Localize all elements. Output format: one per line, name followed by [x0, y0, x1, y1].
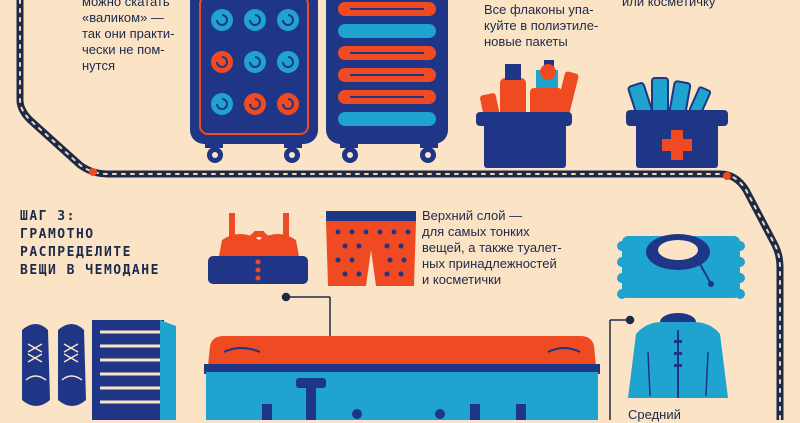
bottles-tip: Все флаконы упа- куйте в полиэтиле- новы…	[484, 2, 599, 49]
hoodie-icon	[628, 313, 728, 398]
step-title-line-3: ВЕЩИ В ЧЕМОДАНЕ	[20, 263, 160, 278]
folded-towels-icon	[92, 320, 176, 420]
cosmetics-tip: или косметичку	[622, 0, 716, 9]
middle-layer-label: Средний	[628, 407, 681, 422]
toiletry-bag-icon	[476, 60, 579, 168]
step-heading: ШАГ 3: ГРАМОТНО РАСПРЕДЕЛИТЕ ВЕЩИ В ЧЕМО…	[20, 208, 160, 280]
open-suitcase-icon	[204, 336, 600, 420]
shorts-icon	[326, 211, 416, 286]
step-number: ШАГ 3:	[20, 209, 76, 224]
shoes-icon	[22, 324, 86, 406]
top-icon	[208, 213, 308, 284]
callout-lines	[281, 292, 635, 420]
first-aid-kit-icon	[626, 77, 728, 168]
conveyor-path	[16, 0, 784, 420]
step-title-line-1: ГРАМОТНО	[20, 227, 95, 242]
fur-collar-jacket-icon	[617, 234, 745, 299]
top-layer-tip: Верхний слой — для самых тонких вещей, а…	[422, 208, 562, 287]
rolling-tip: можно скатать «валиком» — так они практи…	[82, 0, 175, 73]
suitcase-rolled-clothes-icon	[190, 0, 318, 163]
step-title-line-2: РАСПРЕДЕЛИТЕ	[20, 245, 132, 260]
suitcase-folded-clothes-icon	[326, 0, 448, 163]
